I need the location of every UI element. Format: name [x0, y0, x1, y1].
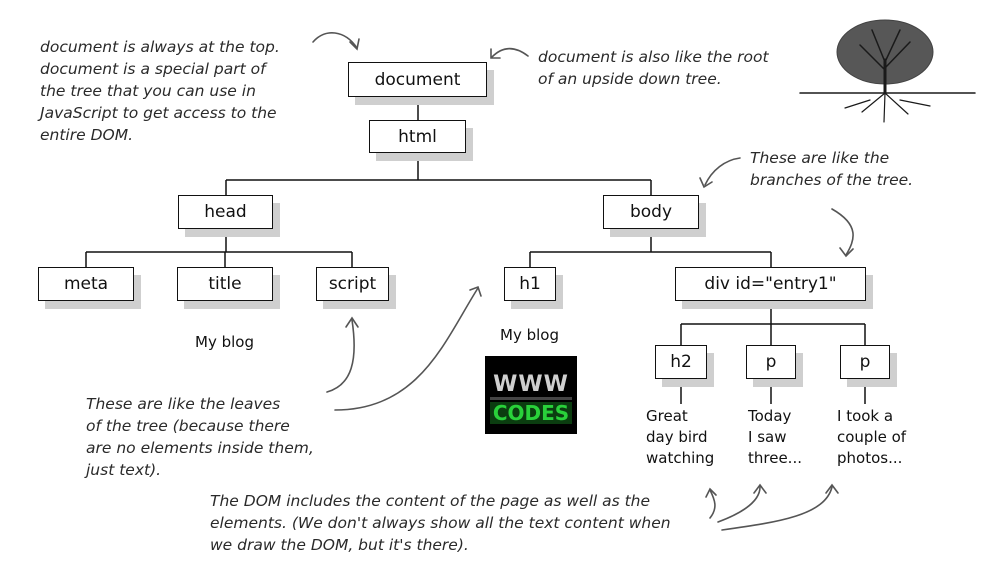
node-meta: meta	[38, 267, 134, 301]
arrow-branches-div	[831, 208, 854, 256]
node-h2: h2	[655, 345, 707, 379]
note-branches: These are like the branches of the tree.	[750, 149, 914, 189]
node-head: head	[178, 195, 273, 229]
arrow-root	[491, 47, 529, 58]
note-root: document is also like the root of an ups…	[538, 48, 769, 88]
node-script: script	[316, 267, 389, 301]
node-p-1: p	[746, 345, 796, 379]
node-h1: h1	[504, 267, 556, 301]
p1-text: Today I saw three...	[748, 407, 802, 467]
node-div-entry1: div id="entry1"	[675, 267, 866, 301]
arrow-leaves-script	[326, 319, 355, 393]
arrow-to-document	[312, 32, 358, 49]
note-dom-content: The DOM includes the content of the page…	[210, 492, 671, 554]
title-text: My blog	[195, 333, 254, 351]
arrow-branches-body	[704, 157, 741, 186]
h2-text: Great day bird watching	[646, 407, 715, 467]
arrow-bottom-h2	[709, 489, 716, 519]
note-document-top: document is always at the top. document …	[40, 38, 280, 144]
node-body: body	[603, 195, 699, 229]
h1-text: My blog	[500, 326, 559, 344]
node-html: html	[369, 120, 466, 153]
p2-text: I took a couple of photos...	[837, 407, 907, 467]
node-title: title	[177, 267, 273, 301]
node-p-2: p	[840, 345, 890, 379]
www-codes-logo: WWW CODES	[485, 356, 577, 434]
arrow-leaves-h1	[334, 287, 479, 411]
arrow-bottom-p1	[717, 486, 761, 523]
node-document: document	[348, 62, 487, 97]
arrow-bottom-p2	[721, 486, 833, 531]
note-leaves: These are like the leaves of the tree (b…	[86, 395, 314, 479]
tree-illustration	[799, 19, 976, 123]
